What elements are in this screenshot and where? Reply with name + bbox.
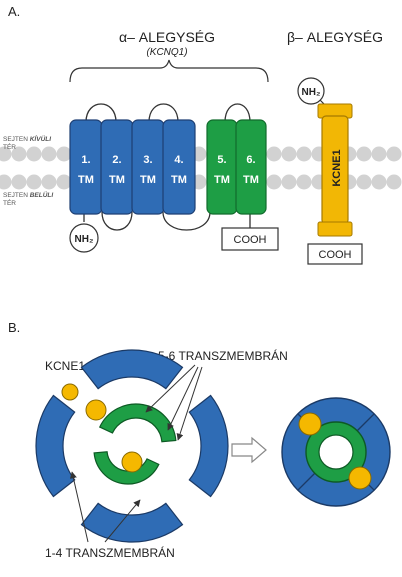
pore-arrow-3 <box>176 366 203 441</box>
lipid-head <box>11 174 27 190</box>
alpha-subunit-title: α– ALEGYSÉG <box>119 29 215 45</box>
kcne1-label: KCNE1 <box>331 149 343 186</box>
assembly-arrow <box>231 436 267 464</box>
tm-segment-6-body <box>235 119 267 215</box>
intracellular-label-line2: TÉR <box>3 198 16 207</box>
vsd-callout-label: 1-4 TRANSZMEMBRÁN <box>45 545 175 560</box>
lipid-head <box>56 146 72 162</box>
pore-arrow-2 <box>167 366 199 431</box>
pore-arrow-1 <box>145 364 196 413</box>
alpha-subunit-gene: (KCNQ1) <box>146 47 187 58</box>
alpha-n-terminus <box>69 223 99 253</box>
lipid-head <box>41 174 57 190</box>
vsd-block <box>188 394 229 498</box>
assembled-vsd-divider <box>356 413 375 432</box>
lipid-head <box>26 174 42 190</box>
vsd-block <box>80 349 184 390</box>
beta-n-terminus <box>297 77 325 105</box>
lipid-head <box>386 146 402 162</box>
panel-b-label: B. <box>8 320 20 335</box>
vsd-block <box>80 502 184 543</box>
tm-segment-2: 2. TM <box>100 119 134 215</box>
exploded-channel-view <box>35 349 229 543</box>
tm-segment-2-body <box>100 119 134 215</box>
lipid-head <box>386 174 402 190</box>
lipid-head <box>266 146 282 162</box>
tm-segment-6: 6. TM <box>235 119 267 215</box>
tm-segment-1-body <box>69 119 103 215</box>
lipid-head <box>371 174 387 190</box>
tm-segment-2-abbr: TM <box>109 174 125 186</box>
lipid-head <box>0 146 12 162</box>
tm-segment-5-number: 5. <box>217 154 226 166</box>
kcne1-bottom-cap <box>317 221 353 237</box>
tm-segment-5: 5. TM <box>206 119 238 215</box>
alpha-n-terminus-label: NH₂ <box>75 234 94 245</box>
beta-subunit-title: β– ALEGYSÉG <box>287 29 383 45</box>
assembled-channel-view <box>281 397 391 507</box>
lipid-head <box>266 174 282 190</box>
extracellular-label-line2: TÉR <box>3 142 16 151</box>
lipid-head <box>281 174 297 190</box>
kcne1-free-subunit-3 <box>121 451 143 473</box>
tm-segment-3-number: 3. <box>143 154 152 166</box>
vsd-arrow-2 <box>104 499 141 543</box>
assembled-vsd-divider <box>297 472 316 491</box>
extracellular-label: SEJTEN KÍVÜLI <box>3 134 51 143</box>
assembled-kcne1-1 <box>298 412 322 436</box>
tm-segment-6-abbr: TM <box>243 174 259 186</box>
panel-a-label: A. <box>8 4 20 19</box>
tm-segment-1-abbr: TM <box>78 174 94 186</box>
beta-c-terminus-label: COOH <box>319 249 352 261</box>
kcne1-callout-label: KCNE1 <box>45 359 85 373</box>
callout-arrows <box>69 364 203 543</box>
pore-callout-label: 5-6 TRANSZMEMBRÁN <box>158 348 288 363</box>
beta-c-terminus <box>307 243 363 265</box>
tm-segment-4-abbr: TM <box>171 174 187 186</box>
lipid-head <box>296 146 312 162</box>
alpha-c-terminus <box>221 227 279 251</box>
lipid-head <box>371 146 387 162</box>
alpha-subunit-brace <box>69 59 269 83</box>
tm-segment-2-number: 2. <box>112 154 121 166</box>
tm-segment-5-abbr: TM <box>214 174 230 186</box>
kcne1-free-subunit-1 <box>61 383 79 401</box>
lipid-head <box>356 146 372 162</box>
lipid-head <box>11 146 27 162</box>
vsd-block <box>35 394 76 498</box>
tm-segment-4-number: 4. <box>174 154 183 166</box>
alpha-tm-segments: 1. TM 2. TM 3. TM 4. TM 5. TM 6. TM <box>69 119 267 215</box>
kcne1-free-subunit-2 <box>85 399 107 421</box>
vsd-arrow-1 <box>69 471 89 543</box>
tm-segment-1: 1. TM <box>69 119 103 215</box>
alpha-c-terminus-label: COOH <box>234 234 267 246</box>
tm-segment-5-body <box>206 119 238 215</box>
pore-half-upper <box>98 403 177 443</box>
assembled-kcne1-2 <box>348 466 372 490</box>
lipid-head <box>281 146 297 162</box>
tm-segment-1-number: 1. <box>81 154 90 166</box>
lipid-head <box>296 174 312 190</box>
lipid-head <box>26 146 42 162</box>
tm-segment-3-body <box>131 119 165 215</box>
lipid-head <box>356 174 372 190</box>
tm-segment-6-number: 6. <box>246 154 255 166</box>
tm-segment-4-body <box>162 119 196 215</box>
tm-segment-3: 3. TM <box>131 119 165 215</box>
assembled-pore-lumen <box>318 434 354 470</box>
tm-segment-3-abbr: TM <box>140 174 156 186</box>
beta-n-terminus-label: NH₂ <box>302 87 321 98</box>
lipid-head <box>0 174 12 190</box>
intracellular-label: SEJTEN BELÜLI <box>3 190 53 199</box>
lipid-head <box>56 174 72 190</box>
tm-segment-4: 4. TM <box>162 119 196 215</box>
alpha-loops <box>83 103 251 231</box>
lipid-head <box>41 146 57 162</box>
